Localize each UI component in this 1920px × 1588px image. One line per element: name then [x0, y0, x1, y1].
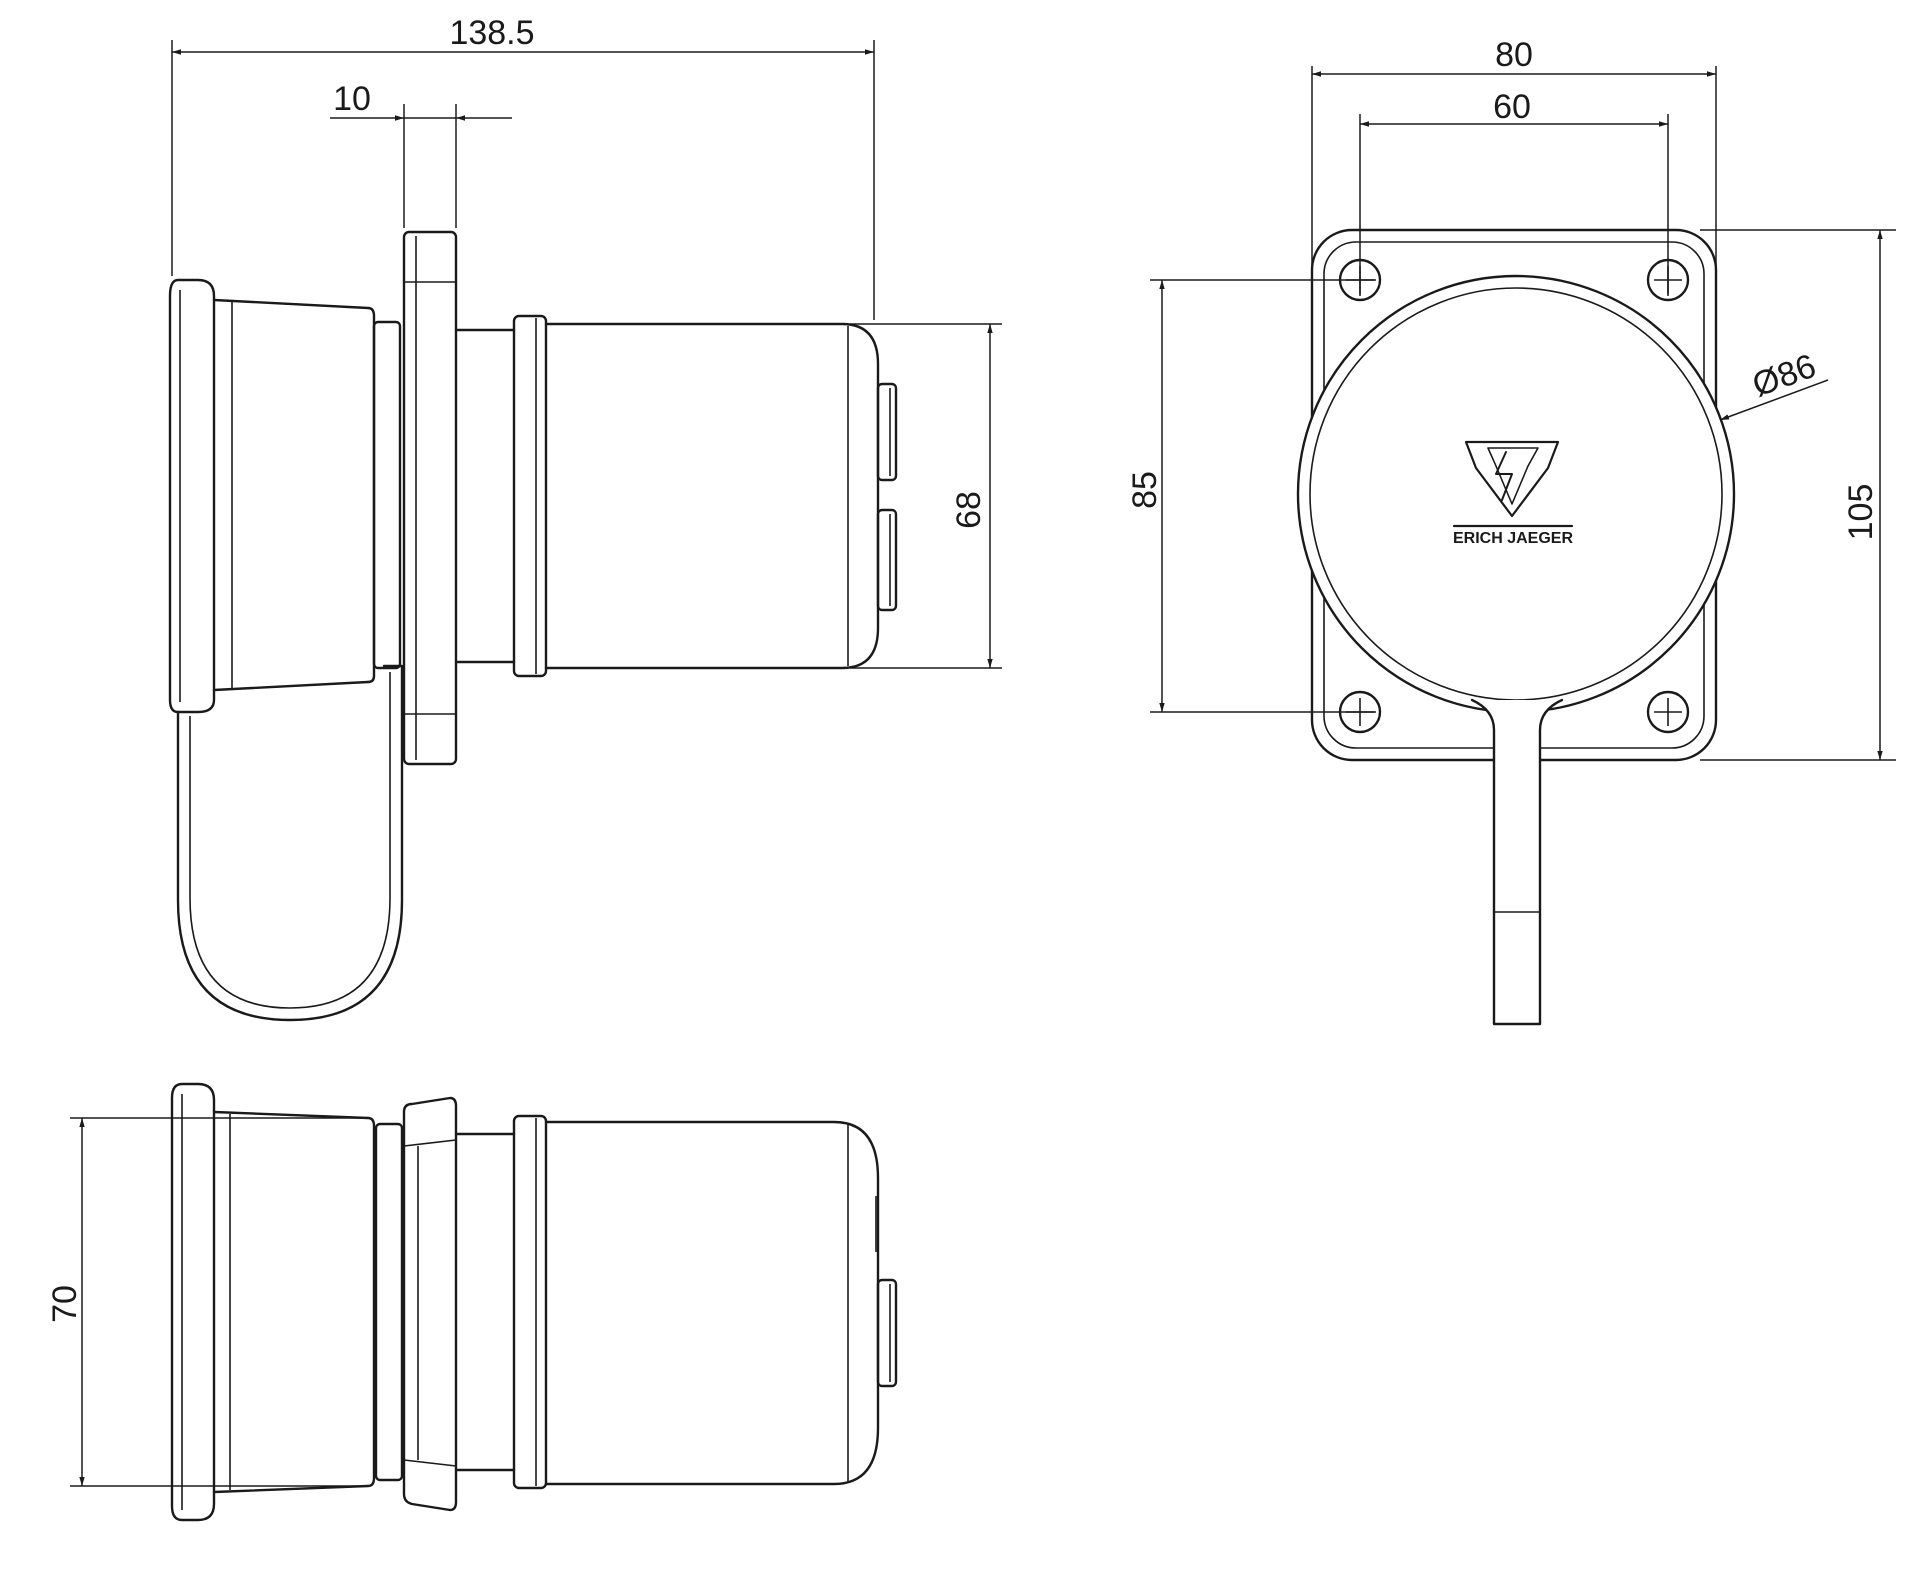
erich-jaeger-logo: ERICH JAEGER	[1452, 440, 1573, 547]
dim-body-height: 68	[950, 491, 988, 529]
mounting-hole-bottom-right	[1646, 690, 1690, 734]
bottom-view	[170, 1082, 898, 1522]
dim-bottom-view-height: 70	[46, 1285, 84, 1323]
dim-plate-width: 80	[1495, 36, 1533, 74]
dim-hole-spacing-horizontal: 60	[1493, 88, 1531, 126]
side-view	[168, 230, 898, 1022]
front-view: ERICH JAEGER	[1296, 228, 1736, 1026]
dim-hole-spacing-vertical: 85	[1126, 471, 1164, 509]
side-view-dimensions: 138.5 10 68	[171, 14, 1002, 669]
dim-flange-thickness: 10	[333, 80, 371, 118]
dim-overall-length: 138.5	[449, 14, 534, 52]
logo-brand-text: ERICH JAEGER	[1453, 530, 1573, 547]
bottom-view-dimensions: 70	[46, 1117, 370, 1487]
dim-plate-height: 105	[1842, 484, 1880, 541]
dim-cap-diameter: Ø86	[1748, 347, 1821, 405]
